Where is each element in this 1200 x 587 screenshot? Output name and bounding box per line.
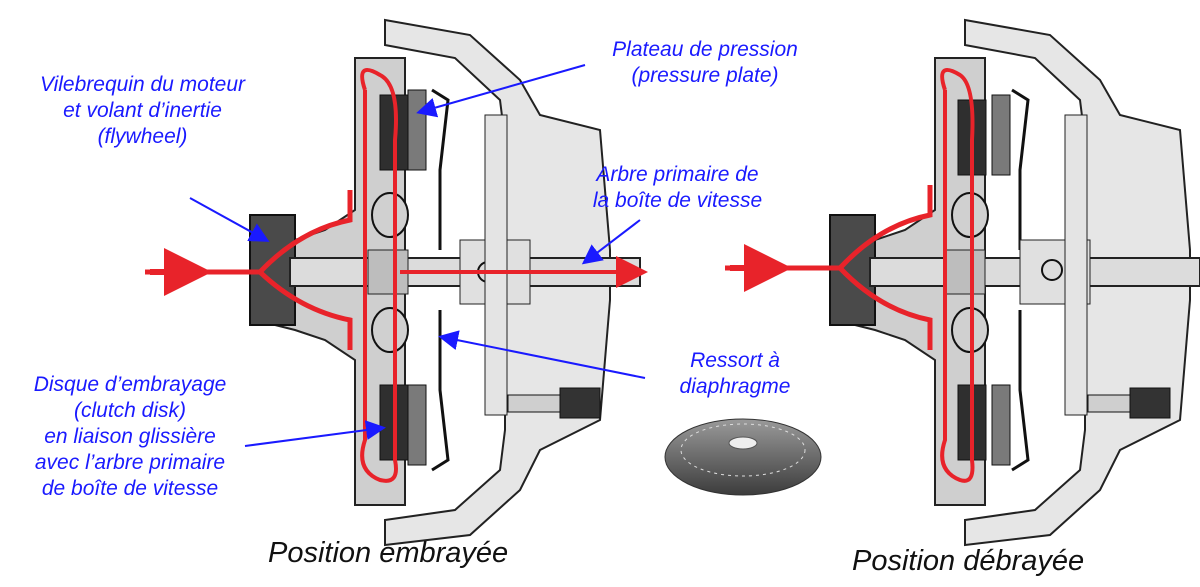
caption-engaged: Position embrayée <box>268 537 509 569</box>
label-input-shaft-line: Arbre primaire de <box>596 163 759 186</box>
label-diaphragm-line: diaphragme <box>679 375 791 398</box>
leader-lines <box>189 64 646 447</box>
label-pressure-plate: Plateau de pression (pressure plate) <box>590 37 820 89</box>
leader-diaphragm <box>438 330 646 379</box>
leader-pressure-plate <box>416 64 586 118</box>
label-clutch-disk-line: en liaison glissière <box>44 425 216 448</box>
label-diaphragm-line: Ressort à <box>690 349 780 372</box>
leader-flywheel <box>189 197 270 242</box>
leader-clutch-disk <box>244 420 386 447</box>
label-clutch-disk-line: Disque d’embrayage <box>33 373 227 396</box>
label-flywheel-line: Vilebrequin du moteur <box>39 73 246 96</box>
leader-input-shaft <box>581 219 641 265</box>
label-pressure-plate-line: Plateau de pression <box>612 38 798 61</box>
clutch-engaged-drawing <box>145 18 648 547</box>
diaphragm-spring-image <box>664 418 822 496</box>
caption-disengaged: Position débrayée <box>852 545 1085 577</box>
label-input-shaft-line: la boîte de vitesse <box>592 189 763 212</box>
label-flywheel: Vilebrequin du moteur et volant d’inerti… <box>10 72 275 150</box>
label-clutch-disk-line: (clutch disk) <box>73 399 187 422</box>
label-input-shaft: Arbre primaire de la boîte de vitesse <box>560 162 795 214</box>
label-clutch-disk: Disque d’embrayage (clutch disk) en liai… <box>5 372 255 502</box>
label-pressure-plate-line: (pressure plate) <box>631 64 779 87</box>
label-diaphragm: Ressort à diaphragme <box>660 348 810 400</box>
clutch-disengaged-drawing <box>725 18 1200 547</box>
label-clutch-disk-line: avec l’arbre primaire <box>34 451 226 474</box>
label-flywheel-line: et volant d’inertie <box>63 99 222 122</box>
label-flywheel-line: (flywheel) <box>97 125 188 148</box>
label-clutch-disk-line: de boîte de vitesse <box>41 477 219 500</box>
